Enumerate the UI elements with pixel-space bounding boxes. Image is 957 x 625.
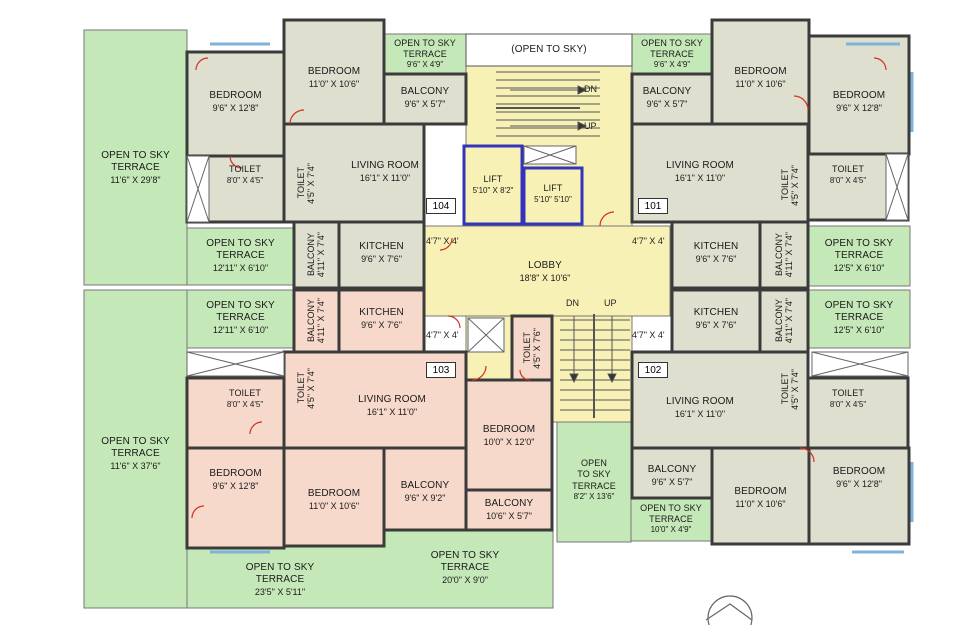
door-swings xyxy=(191,57,887,519)
flat-number-101: 101 xyxy=(638,198,668,214)
shafts xyxy=(186,145,909,377)
flat-number-102: 102 xyxy=(638,362,668,378)
flat-101-area xyxy=(630,18,911,290)
flat-103-area xyxy=(185,288,554,550)
terrace-101-top xyxy=(631,33,713,75)
terrace-104-low xyxy=(186,227,295,286)
terrace-103-top xyxy=(186,289,295,349)
flat-number-103: 103 xyxy=(426,362,456,378)
flat-number-104: 104 xyxy=(426,198,456,214)
lifts xyxy=(462,144,584,226)
open-to-sky-void xyxy=(465,33,633,67)
flat-102-area xyxy=(630,288,911,546)
terrace-104-top xyxy=(383,33,467,75)
stairs xyxy=(496,71,630,418)
terrace-104-side xyxy=(83,29,188,286)
north-compass-icon xyxy=(705,595,753,625)
flat-104-area xyxy=(185,18,468,290)
terrace-center xyxy=(556,421,632,543)
terrace-101-low xyxy=(807,225,911,287)
windows xyxy=(210,42,914,554)
terrace-102-top xyxy=(807,289,911,349)
terrace-102-bottom xyxy=(630,496,712,542)
terrace-103-side xyxy=(83,289,188,609)
